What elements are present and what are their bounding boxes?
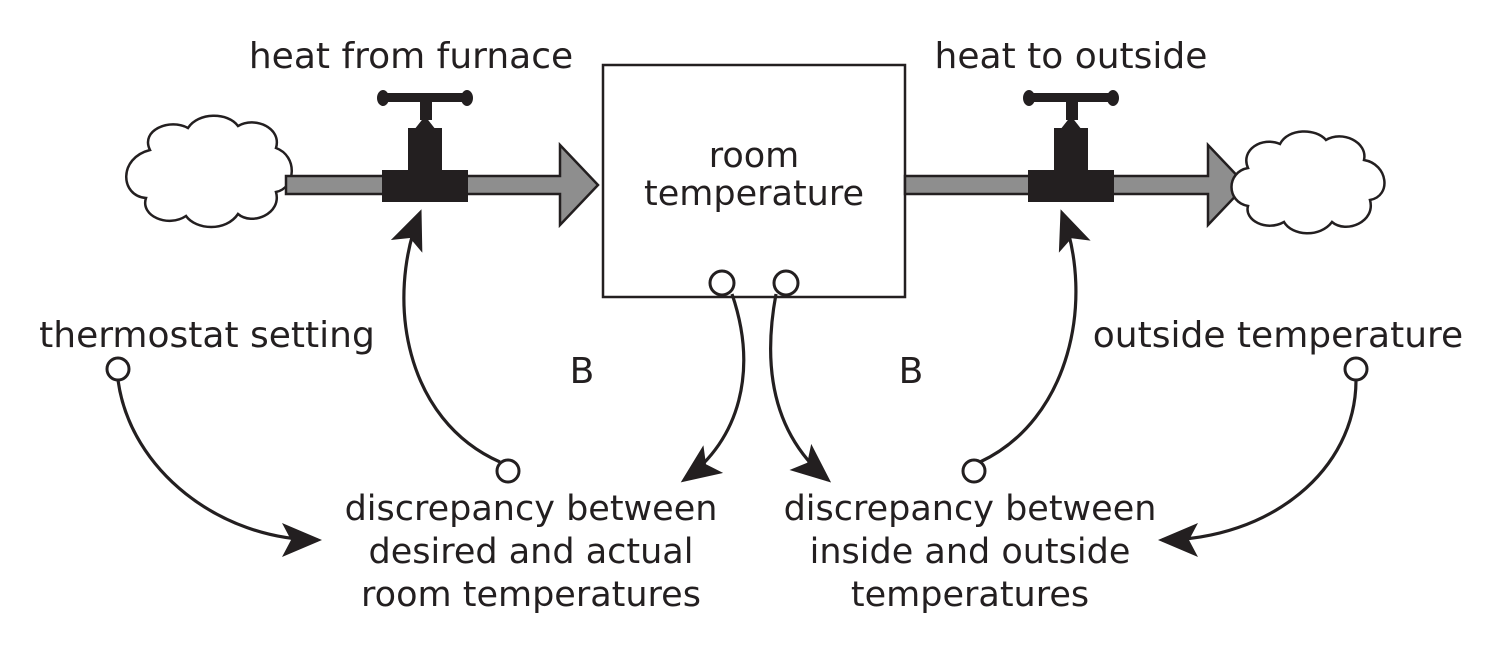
discrepancy-desired-connector	[495, 458, 521, 484]
balancing-loop-right-label: B	[899, 351, 924, 392]
outside-temperature-connector	[1343, 356, 1369, 382]
discrepancy-outside-connector	[961, 458, 987, 484]
heat-to-outside-label: heat to outside	[935, 36, 1208, 77]
sink-cloud-icon	[1230, 130, 1386, 235]
link-room-to-outside-discrepancy	[769, 293, 832, 483]
thermostat-connector	[105, 356, 131, 382]
discrepancy-inside-outside-label-line2: inside and outside	[810, 532, 1131, 572]
room-temperature-connector-right	[772, 269, 800, 297]
room-temperature-label-line2: temperature	[644, 174, 864, 214]
link-discrepancy-to-furnace-valve	[390, 209, 501, 464]
source-cloud-icon	[125, 114, 293, 229]
discrepancy-desired-actual-label-line3: room temperatures	[361, 575, 701, 615]
link-thermostat-to-discrepancy	[116, 379, 322, 557]
discrepancy-desired-actual-label-line1: discrepancy between	[345, 489, 718, 529]
link-discrepancy-to-outside-valve	[979, 209, 1091, 464]
link-outside-temperature-to-discrepancy	[1158, 379, 1358, 557]
discrepancy-inside-outside-label-line3: temperatures	[851, 575, 1089, 615]
inflow-valve-icon	[377, 90, 473, 202]
balancing-loop-left-label: B	[570, 351, 595, 392]
room-temperature-connector-left	[708, 269, 736, 297]
link-room-to-desired-discrepancy	[680, 293, 746, 483]
outflow-valve-icon	[1023, 90, 1119, 202]
room-temperature-label-line1: room	[709, 136, 800, 176]
thermostat-setting-label: thermostat setting	[39, 315, 375, 356]
room-temperature-stock	[601, 63, 907, 299]
heat-from-furnace-label: heat from furnace	[249, 36, 573, 77]
outside-temperature-label: outside temperature	[1093, 315, 1463, 356]
discrepancy-inside-outside-label-line1: discrepancy between	[784, 489, 1157, 529]
discrepancy-desired-actual-label-line2: desired and actual	[369, 532, 694, 572]
